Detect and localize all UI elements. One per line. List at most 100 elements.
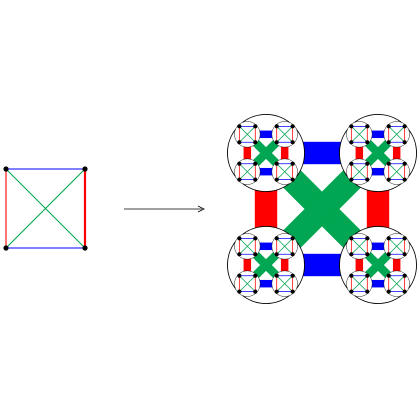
arrow-head: [197, 205, 205, 213]
leaf-edge-root-tr-tl-5: [351, 126, 368, 143]
leaf-vertex-root-br-tr-0: [386, 236, 391, 241]
leaf-vertex-root-bl-tr-0: [274, 236, 279, 241]
leaf-vertex-root-bl-tr-3: [274, 252, 279, 257]
leaf-edge-root-tl-br-5: [276, 163, 293, 180]
leaf-vertex-root-br-tl-2: [365, 252, 370, 257]
iterated-graph: [227, 114, 417, 304]
leaf-vertex-root-tr-br-0: [386, 161, 391, 166]
leaf-edge-root-tr-bl-5: [351, 163, 368, 180]
leaf-vertex-root-br-bl-3: [349, 289, 354, 294]
edge-top-root: [300, 141, 344, 165]
leaf-vertex-root-tr-tl-1: [365, 124, 370, 129]
edge-left-root-tr: [355, 145, 364, 161]
base-vertex-bottom-left: [3, 245, 9, 251]
leaf-vertex-root-tl-tl-2: [253, 140, 258, 145]
leaf-vertex-root-tr-br-1: [402, 161, 407, 166]
leaf-edge-root-tl-tl-5: [239, 126, 256, 143]
edge-right-root-tr: [392, 145, 401, 161]
leaf-vertex-root-bl-tr-1: [290, 236, 295, 241]
leaf-vertex-root-br-tr-1: [402, 236, 407, 241]
leaf-vertex-root-bl-bl-1: [253, 273, 258, 278]
leaf-vertex-root-tl-br-1: [290, 161, 295, 166]
edge-right-root-br: [392, 257, 401, 273]
leaf-vertex-root-bl-bl-2: [253, 289, 258, 294]
edge-top-root-tr: [370, 130, 386, 139]
edge-top-root-tl: [258, 130, 274, 139]
edge-left-root: [254, 187, 278, 231]
leaf-vertex-root-bl-tl-1: [253, 236, 258, 241]
leaf-vertex-root-tr-bl-0: [349, 161, 354, 166]
base-vertex-top-right: [82, 166, 88, 172]
base-edge-top-right-bottom-left: [5, 168, 86, 249]
leaf-edge-root-bl-bl-5: [239, 275, 256, 292]
leaf-vertex-root-tl-bl-1: [253, 161, 258, 166]
leaf-vertex-root-tl-br-0: [274, 161, 279, 166]
leaf-edge-root-bl-tl-5: [239, 238, 256, 255]
leaf-edge-root-br-br-5: [388, 275, 405, 292]
base-vertex-top-left: [3, 166, 9, 172]
edge-left-root-bl: [243, 257, 252, 273]
leaf-vertex-root-bl-br-0: [274, 273, 279, 278]
leaf-vertex-root-br-tl-0: [349, 236, 354, 241]
leaf-vertex-root-bl-br-2: [290, 289, 295, 294]
leaf-vertex-root-tl-tr-2: [290, 140, 295, 145]
leaf-vertex-root-tl-br-2: [290, 177, 295, 182]
leaf-vertex-root-br-tr-3: [386, 252, 391, 257]
leaf-vertex-root-bl-bl-3: [237, 289, 242, 294]
leaf-vertex-root-tr-tr-3: [386, 140, 391, 145]
leaf-vertex-root-tr-bl-1: [365, 161, 370, 166]
leaf-vertex-root-br-tr-2: [402, 252, 407, 257]
leaf-edge-root-tl-bl-5: [239, 163, 256, 180]
edge-right-root-bl: [280, 257, 289, 273]
leaf-vertex-root-tl-bl-2: [253, 177, 258, 182]
cluster-root: [227, 114, 417, 304]
leaf-vertex-root-tr-br-3: [386, 177, 391, 182]
leaf-vertex-root-bl-br-3: [274, 289, 279, 294]
edge-bottom-root: [300, 253, 344, 277]
leaf-vertex-root-br-br-2: [402, 289, 407, 294]
edge-left-root-br: [355, 257, 364, 273]
leaf-vertex-root-tr-bl-2: [365, 177, 370, 182]
leaf-edge-root-tr-tr-5: [388, 126, 405, 143]
transformation-arrow: [124, 205, 205, 213]
leaf-vertex-root-tl-tr-0: [274, 124, 279, 129]
leaf-vertex-root-tr-tl-0: [349, 124, 354, 129]
leaf-vertex-root-br-br-3: [386, 289, 391, 294]
base-vertex-bottom-right: [82, 245, 88, 251]
cluster-root-br: [346, 233, 410, 297]
edge-bottom-root-tl: [258, 167, 274, 176]
leaf-vertex-root-tl-tl-3: [237, 140, 242, 145]
edge-bottom-root-bl: [258, 279, 274, 288]
leaf-vertex-root-tl-tr-3: [274, 140, 279, 145]
leaf-vertex-root-br-tl-3: [349, 252, 354, 257]
cluster-root-tr: [346, 121, 410, 185]
leaf-vertex-root-tl-tl-1: [253, 124, 258, 129]
leaf-edge-root-tl-tr-5: [276, 126, 293, 143]
cluster-root-bl: [234, 233, 298, 297]
leaf-vertex-root-br-bl-0: [349, 273, 354, 278]
edge-left-root-tl: [243, 145, 252, 161]
leaf-edge-root-tr-br-5: [388, 163, 405, 180]
leaf-edge-root-br-bl-5: [351, 275, 368, 292]
base-graph-k4: [3, 166, 88, 251]
edge-right-root: [366, 187, 390, 231]
leaf-edge-root-br-tl-5: [351, 238, 368, 255]
edge-right-root-tl: [280, 145, 289, 161]
leaf-vertex-root-tr-tr-0: [386, 124, 391, 129]
cluster-root-tl: [234, 121, 298, 185]
leaf-vertex-root-tr-bl-3: [349, 177, 354, 182]
leaf-vertex-root-tl-br-3: [274, 177, 279, 182]
leaf-edge-root-bl-br-5: [276, 275, 293, 292]
leaf-vertex-root-br-bl-1: [365, 273, 370, 278]
leaf-vertex-root-br-tl-1: [365, 236, 370, 241]
edge-top-root-br: [370, 242, 386, 251]
leaf-vertex-root-tl-bl-3: [237, 177, 242, 182]
leaf-vertex-root-tl-bl-0: [237, 161, 242, 166]
leaf-vertex-root-br-bl-2: [365, 289, 370, 294]
leaf-vertex-root-br-br-0: [386, 273, 391, 278]
leaf-edge-root-bl-tr-5: [276, 238, 293, 255]
leaf-vertex-root-bl-tl-2: [253, 252, 258, 257]
leaf-vertex-root-tr-tr-1: [402, 124, 407, 129]
